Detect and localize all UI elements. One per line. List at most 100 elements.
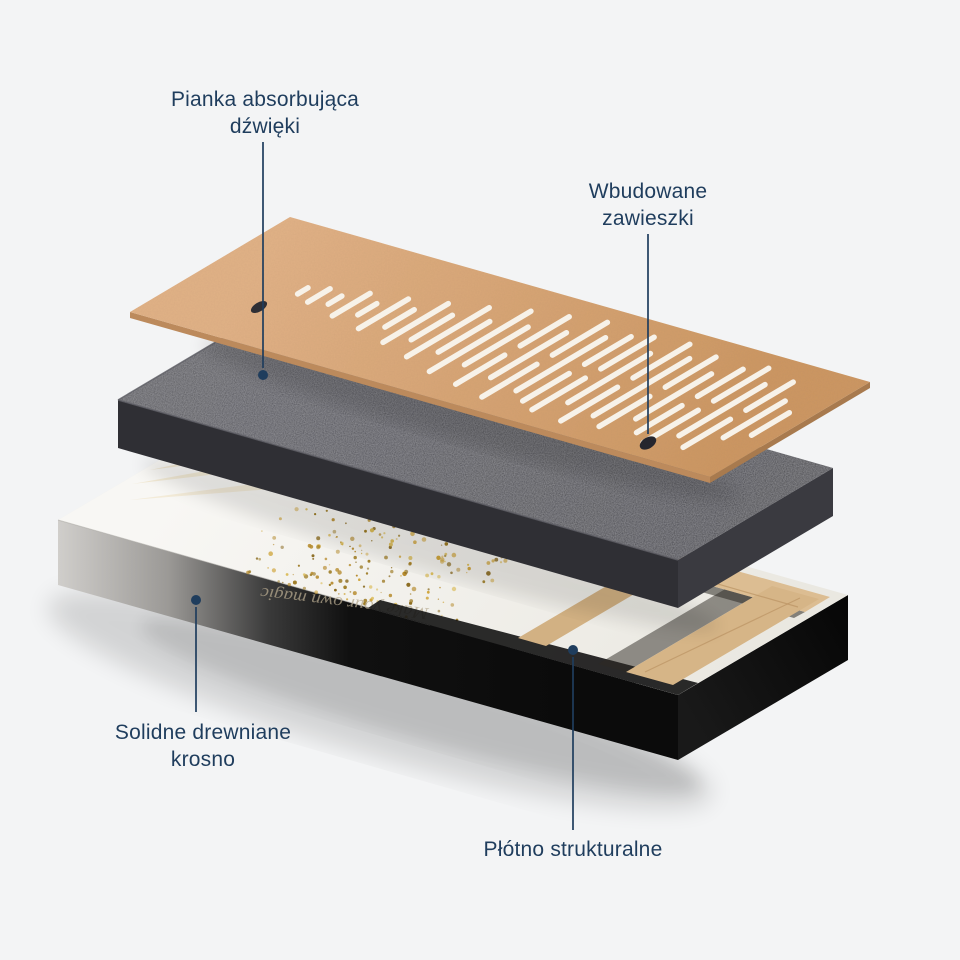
- leader-dot-foam: [258, 370, 268, 380]
- gold-speckle: [309, 573, 313, 577]
- board-slot-cutout: [558, 384, 621, 424]
- ground-shadow-core: [141, 618, 699, 792]
- gold-speckle: [404, 570, 406, 573]
- gold-speckle: [328, 570, 332, 574]
- board-slot-cutout: [479, 361, 540, 400]
- gold-speckle: [277, 580, 281, 583]
- board-slot-cutout: [435, 318, 493, 355]
- gold-speckle: [348, 563, 352, 567]
- gold-speckle: [285, 573, 289, 576]
- board-slot-cutout: [382, 306, 417, 330]
- gold-speckle: [437, 575, 441, 579]
- gold-speckle: [322, 565, 327, 570]
- gold-speckle: [441, 614, 443, 617]
- gold-speckle: [268, 551, 274, 556]
- board-right-edge: [710, 382, 870, 483]
- board-slot-cutout: [408, 312, 456, 343]
- gold-speckle: [355, 561, 357, 563]
- label-canvas: Płótno strukturalne: [483, 838, 663, 861]
- gold-speckle: [328, 564, 331, 566]
- gold-speckle: [280, 545, 284, 549]
- gold-speckle: [371, 596, 374, 600]
- gold-speckle: [400, 575, 402, 577]
- gold-speckle: [267, 567, 269, 569]
- board-slot-cutout: [487, 329, 570, 381]
- gold-speckle: [261, 530, 263, 532]
- gold-speckle: [425, 573, 429, 578]
- gold-speckle: [381, 579, 386, 583]
- gold-speckle: [345, 579, 349, 583]
- gold-speckle: [369, 585, 373, 589]
- board-slot-cutout: [633, 402, 685, 436]
- foam-top-front-edge: [117, 399, 679, 561]
- gold-speckle: [437, 609, 441, 613]
- board-slot-cutout: [294, 285, 311, 297]
- board-slot-cutout: [329, 290, 373, 319]
- gold-speckle: [248, 570, 252, 574]
- gold-speckle: [315, 575, 319, 579]
- gold-speckle: [359, 565, 363, 569]
- gold-speckle: [409, 593, 412, 595]
- gold-speckle: [297, 564, 300, 567]
- canvas-front-edge-line: [57, 519, 431, 626]
- gold-speckle: [314, 590, 319, 594]
- foam-cast-shadow: [141, 458, 719, 632]
- gold-speckle: [388, 593, 393, 598]
- foam-right-face: [678, 468, 833, 608]
- board-slot-cutout: [355, 296, 412, 332]
- gold-speckle: [330, 581, 334, 585]
- gold-speckle: [366, 567, 370, 570]
- board-top-face: [130, 217, 870, 477]
- board-slot-cutout: [598, 334, 657, 372]
- gold-speckle: [376, 588, 379, 591]
- board-slot-cutout: [680, 416, 734, 451]
- gold-speckle: [337, 593, 340, 595]
- gold-speckle: [406, 582, 411, 587]
- gold-speckle: [390, 567, 393, 569]
- board-slot-cutout: [304, 286, 333, 305]
- gold-speckle: [437, 598, 440, 600]
- board-slot-cutout: [452, 352, 508, 387]
- gold-speckle: [324, 557, 328, 561]
- leader-dot-frame: [191, 595, 201, 605]
- gold-speckle: [328, 583, 332, 587]
- gold-speckle: [358, 578, 361, 581]
- board-slot-cutout: [461, 324, 531, 368]
- board-slot-cutout: [662, 354, 719, 390]
- gold-speckle: [282, 581, 284, 584]
- annotations: [191, 142, 649, 830]
- gold-speckle: [355, 574, 358, 577]
- board-slot-cutout: [565, 350, 654, 406]
- gold-speckle: [302, 573, 306, 576]
- board-slot-cutout: [743, 379, 796, 413]
- gold-speckle: [258, 557, 262, 561]
- board-slot-cutout: [590, 355, 693, 419]
- gold-speckle: [292, 580, 297, 585]
- gold-speckle: [411, 586, 417, 592]
- waveform-slots-group: [294, 285, 796, 451]
- board-slot-cutout: [676, 381, 768, 439]
- board-slot-cutout: [630, 341, 693, 381]
- board-slot-cutout: [710, 365, 772, 404]
- gold-speckle: [272, 543, 275, 546]
- canvas-right-face: [678, 595, 848, 760]
- board-front-edge: [130, 312, 710, 483]
- board-slot-cutout: [549, 319, 611, 358]
- board-cast-shadow: [200, 339, 740, 501]
- board-slot-cutout: [355, 300, 380, 318]
- gold-speckle: [390, 569, 394, 574]
- gold-speckle: [311, 554, 315, 558]
- board-slot-cutout: [517, 314, 572, 349]
- gold-speckle: [354, 550, 357, 553]
- gold-speckle: [360, 552, 363, 555]
- gold-speckle: [362, 585, 366, 588]
- gold-speckle: [353, 555, 357, 560]
- gold-speckle: [349, 591, 352, 593]
- board-layer: [130, 217, 870, 483]
- board-slot-cutout: [325, 293, 345, 307]
- board-slot-cutout: [596, 393, 653, 430]
- gold-speckle: [363, 598, 368, 603]
- gold-speckle: [334, 588, 337, 592]
- gold-speckle: [442, 601, 445, 604]
